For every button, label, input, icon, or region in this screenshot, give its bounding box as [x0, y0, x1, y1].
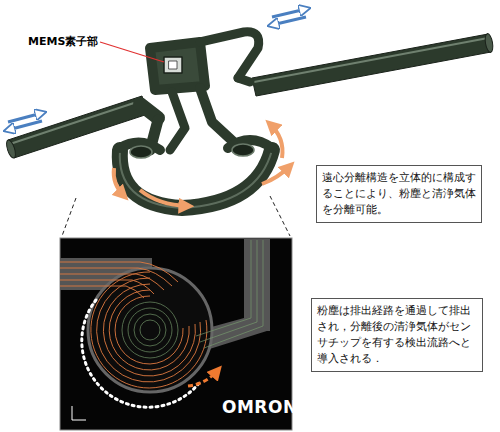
separator-structure [120, 32, 272, 208]
flow-arrows-orange [114, 124, 290, 206]
note-text: 粉塵は排出経路を通過して排出され，分離後の清浄気体がセンサチップを有する検出流路… [317, 303, 477, 367]
part-label: MEMS素子部 [28, 34, 98, 49]
right-pipe [252, 33, 494, 96]
note-box: 粉塵は排出経路を通過して排出され，分離後の清浄気体がセンサチップを有する検出流路… [311, 298, 483, 372]
leader-line [100, 42, 164, 62]
zoom-lines [62, 196, 290, 236]
flow-arrows-blue [8, 9, 306, 130]
note-box: 遠心分離構造を立体的に構成することにより、粉塵と清浄気体を分離可能。 [316, 165, 482, 223]
watermark: OMRON [222, 397, 298, 417]
note-text: 遠心分離構造を立体的に構成することにより、粉塵と清浄気体を分離可能。 [322, 170, 476, 218]
